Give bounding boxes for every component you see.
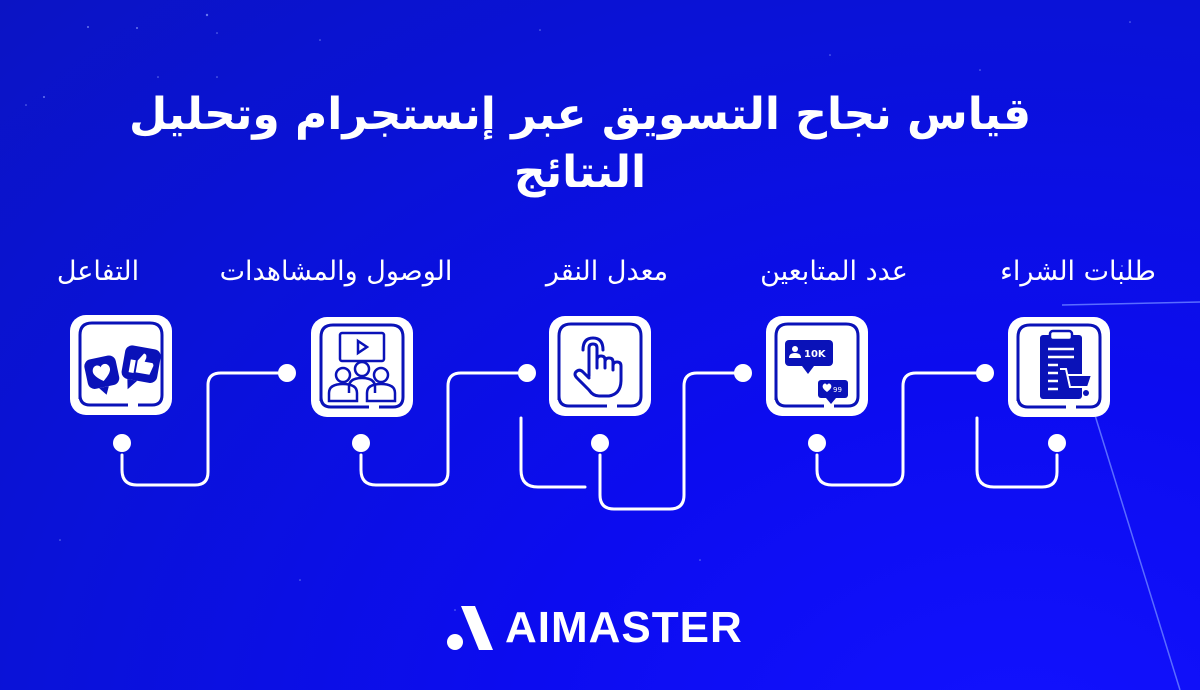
step-label-followers-count: عدد المتابعين bbox=[760, 256, 908, 287]
node-dot bbox=[518, 364, 536, 382]
node-dot bbox=[352, 434, 370, 452]
decorative-line bbox=[1093, 411, 1181, 690]
node-dot bbox=[1048, 434, 1066, 452]
followers-icon-box: 10K 99 bbox=[764, 314, 870, 418]
aimaster-logo-icon bbox=[447, 606, 493, 650]
node-dot bbox=[734, 364, 752, 382]
node-dot bbox=[113, 434, 131, 452]
followers-notification-icon: 10K 99 bbox=[785, 340, 848, 404]
like-heart-bubbles-icon bbox=[84, 345, 161, 395]
connector-lines bbox=[120, 371, 1059, 511]
followers-count-badge: 10K bbox=[804, 349, 827, 360]
brand-logo: AIMASTER bbox=[445, 598, 743, 658]
step-label-purchase-orders: طلبات الشراء bbox=[1000, 256, 1156, 287]
step-label-engagement: التفاعل bbox=[56, 256, 140, 287]
node-dot bbox=[278, 364, 296, 382]
clipboard-cart-icon bbox=[1040, 329, 1094, 399]
likes-count-badge: 99 bbox=[833, 386, 842, 394]
step-label-reach-views: الوصول والمشاهدات bbox=[219, 256, 453, 287]
click-rate-icon-box bbox=[547, 314, 653, 418]
engagement-icon-box bbox=[68, 313, 174, 417]
page-title: قياس نجاح التسويق عبر إنستجرام وتحليل ال… bbox=[128, 89, 1032, 198]
pointer-hand-click-icon bbox=[573, 336, 623, 398]
connector-dots bbox=[113, 364, 1066, 452]
logo-text: AIMASTER bbox=[505, 603, 743, 652]
node-dot bbox=[808, 434, 826, 452]
node-dot bbox=[591, 434, 609, 452]
node-dot bbox=[976, 364, 994, 382]
audience-video-icon bbox=[327, 331, 397, 403]
decorative-line bbox=[1061, 301, 1200, 306]
step-label-click-rate: معدل النقر bbox=[545, 256, 669, 287]
purchase-orders-icon-box bbox=[1006, 315, 1112, 419]
reach-views-icon-box bbox=[309, 315, 415, 419]
